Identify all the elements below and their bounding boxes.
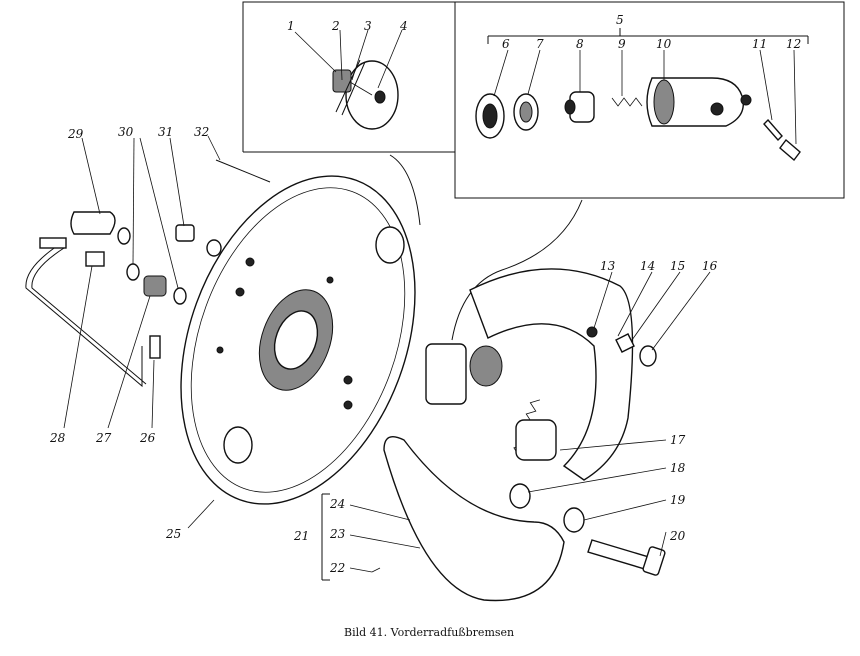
brake-shoes	[371, 268, 666, 602]
pipe-end-fitting	[39, 237, 67, 249]
cylinder-port-2	[740, 94, 752, 106]
label-20: 20	[669, 529, 686, 543]
upper-shoe-lining	[469, 268, 634, 481]
wheel-cylinder	[425, 343, 467, 405]
label-17: 17	[670, 433, 686, 447]
plate-hole	[326, 276, 334, 284]
backing-plate-rim	[190, 187, 406, 493]
bleeder-cap-part12	[779, 138, 801, 162]
label-6: 6	[502, 37, 510, 51]
label-30: 30	[118, 125, 134, 139]
label-3: 3	[364, 19, 372, 33]
washer-part30b	[173, 287, 187, 305]
label-2: 2	[331, 19, 340, 33]
bolt-part20-shank	[587, 539, 653, 571]
label-8: 8	[576, 37, 584, 51]
plate-hole	[343, 375, 353, 385]
label-14: 14	[640, 259, 655, 273]
label-13: 13	[600, 259, 616, 273]
plate-eccentric-top	[375, 226, 405, 264]
inset-leaders	[294, 29, 797, 145]
arrow-adjuster	[389, 154, 421, 226]
clip-part16	[639, 345, 657, 367]
label-21: 21	[293, 529, 309, 543]
label-23: 23	[329, 527, 346, 541]
arrow-cylinder	[451, 199, 583, 341]
label-15: 15	[670, 259, 685, 273]
label-11: 11	[752, 37, 767, 51]
brake-pipe	[25, 243, 143, 388]
label-29: 29	[67, 127, 84, 141]
label-25: 25	[165, 527, 181, 541]
washer-part30a	[126, 263, 140, 281]
adjuster-shaft	[349, 81, 373, 96]
seal-ring-hole	[519, 101, 533, 123]
label-12: 12	[786, 37, 801, 51]
brake-pipe-inner	[31, 247, 147, 385]
piston-face	[564, 99, 576, 115]
pin-part14	[586, 326, 598, 338]
spring-part15	[615, 333, 635, 353]
anchor-pin-hole	[509, 483, 531, 509]
figure-caption: Bild 41. Vorderradfußbremsen	[344, 626, 514, 639]
label-27: 27	[95, 431, 112, 445]
banjo-bolt-part28	[85, 251, 105, 267]
adjuster-plate-edge	[341, 61, 366, 116]
label-4: 4	[399, 19, 408, 33]
label-9: 9	[618, 37, 626, 51]
label-31: 31	[158, 125, 173, 139]
rivet-part22	[371, 567, 381, 573]
label-26: 26	[139, 431, 156, 445]
brake-line-fittings	[25, 159, 271, 388]
bleeder-part11	[763, 118, 783, 142]
cylinder-bore	[653, 79, 675, 125]
pipe-nut	[149, 335, 161, 359]
backing-plate	[180, 175, 416, 505]
label-10: 10	[656, 37, 672, 51]
adjuster-assembly	[332, 59, 399, 130]
fitting-part29	[70, 211, 116, 235]
plate-hole	[343, 400, 353, 410]
plate-hole	[245, 257, 255, 267]
adjuster-bolt-head	[374, 90, 386, 104]
label-16: 16	[702, 259, 718, 273]
inset-wheel-cylinder-frame	[454, 1, 845, 199]
label-5: 5	[616, 13, 624, 27]
washer-part19	[563, 507, 585, 533]
backing-plate-center-hole	[273, 310, 319, 370]
label-32: 32	[194, 125, 209, 139]
fitting-part27	[143, 275, 167, 297]
bolt-part20-head	[642, 546, 666, 576]
nut-part31	[175, 224, 195, 242]
plate-hole	[235, 287, 245, 297]
main-leaders	[63, 135, 711, 573]
label-bracket-21	[321, 493, 330, 581]
label-22: 22	[329, 561, 345, 575]
shoe-anchor-block	[515, 419, 557, 461]
lower-shoe-lining	[383, 436, 565, 602]
plate-eccentric-bottom	[223, 426, 253, 464]
label-7: 7	[536, 37, 544, 51]
washer-part29	[117, 227, 131, 245]
label-19: 19	[670, 493, 686, 507]
cylinder-port-1	[710, 102, 724, 116]
label-24: 24	[329, 497, 345, 511]
label-18: 18	[670, 461, 686, 475]
spring-part9	[611, 97, 643, 107]
plate-hole	[216, 346, 224, 354]
label-1: 1	[287, 19, 295, 33]
pin-part32	[215, 159, 271, 183]
part-labels: 1 2 3 4 5 6 7 8 9 10 11 12 13 14 15 16 1…	[49, 13, 801, 575]
cylinder-piston-end	[469, 345, 503, 387]
wheel-cylinder-group	[475, 28, 809, 162]
label-28: 28	[49, 431, 66, 445]
washer-part31	[206, 239, 222, 257]
inset-frames	[242, 1, 845, 199]
dust-cap-hole	[482, 103, 498, 129]
